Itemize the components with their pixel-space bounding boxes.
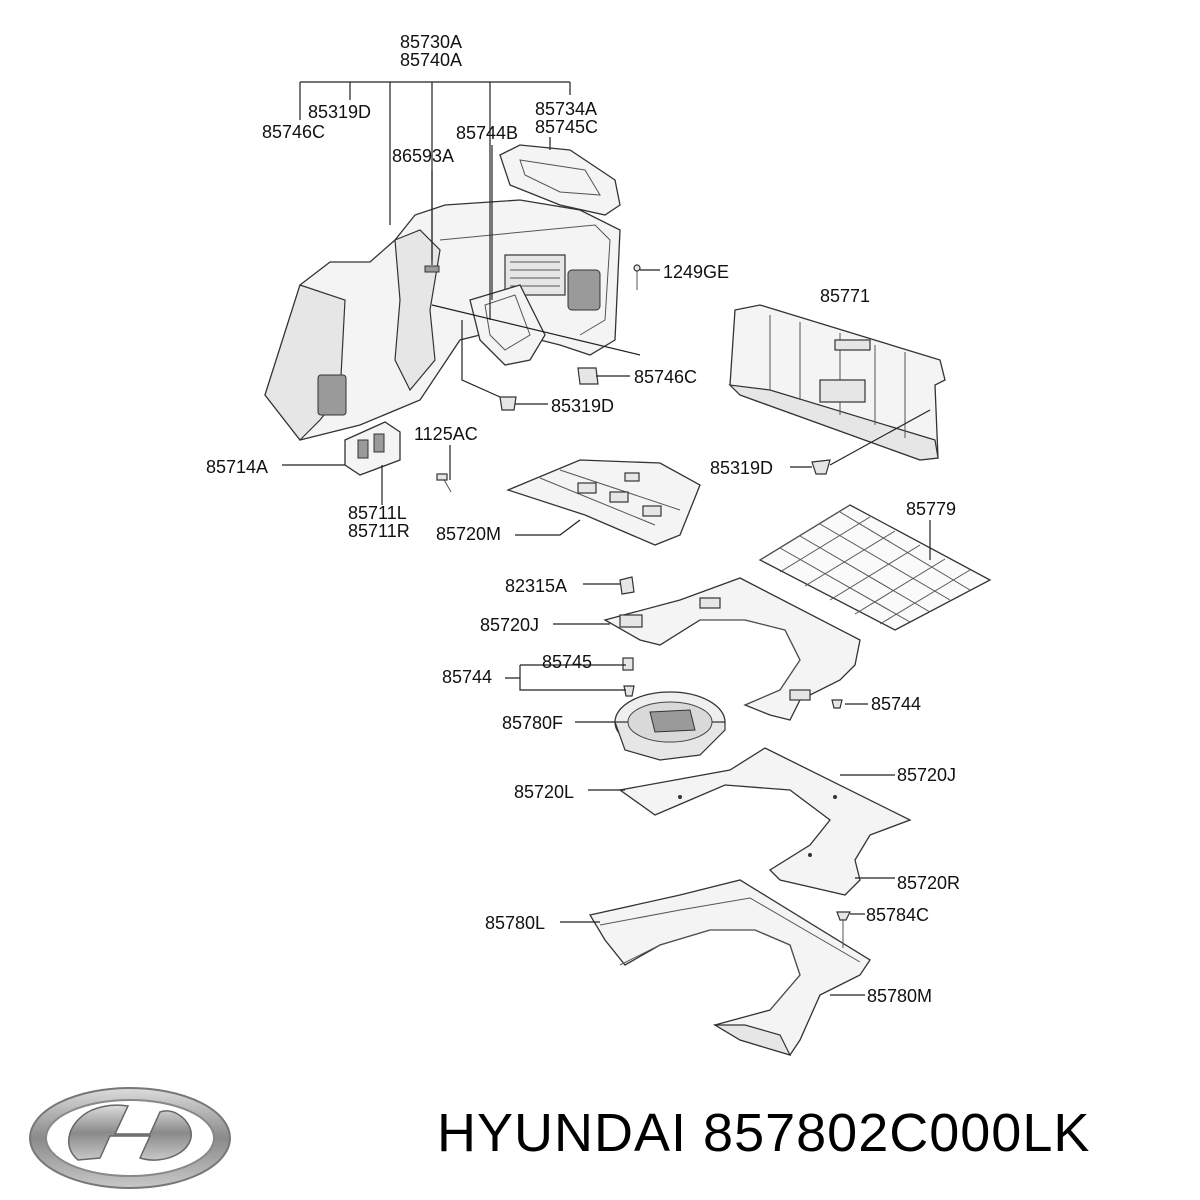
label-85714A: 85714A <box>206 457 268 477</box>
label-82315A: 82315A <box>505 576 567 596</box>
label-85720R: 85720R <box>897 873 960 893</box>
tray-85780F <box>614 691 726 761</box>
label-85771: 85771 <box>820 286 870 306</box>
part-number: 857802C000LK <box>703 1103 1091 1163</box>
hyundai-logo-icon <box>29 1087 231 1189</box>
label-1249GE: 1249GE <box>663 262 729 282</box>
luggage-floor-85720J <box>603 577 861 721</box>
rear-panel-85771 <box>728 304 946 461</box>
label-86593A: 86593A <box>392 146 454 166</box>
leader-lines <box>282 81 931 996</box>
clip-82315A <box>619 576 635 595</box>
label-85744B: 85744B <box>456 123 518 143</box>
label-85746C: 85746C <box>262 122 325 142</box>
label-85720J-mid: 85720J <box>897 765 956 785</box>
footer-part-title: HYUNDAI 857802C000LK <box>437 1102 1090 1164</box>
label-85720L: 85720L <box>514 782 574 802</box>
label-85745C: 85745C <box>535 117 598 137</box>
floor-board-85720M <box>506 459 701 546</box>
fasteners-top <box>436 264 831 493</box>
label-85746C-mid: 85746C <box>634 367 697 387</box>
label-85779: 85779 <box>906 499 956 519</box>
floor-mat-85720L-85720R <box>618 747 912 896</box>
label-85319D: 85319D <box>308 102 371 122</box>
label-1125AC: 1125AC <box>414 424 478 444</box>
label-85720J-top: 85720J <box>480 615 539 635</box>
screws-85745-85744 <box>622 657 843 709</box>
brand-name: HYUNDAI <box>437 1103 688 1163</box>
cargo-net-85779 <box>758 504 992 631</box>
label-85740A: 85740A <box>400 50 462 70</box>
label-85784C: 85784C <box>866 905 929 925</box>
bracket-85714A <box>344 421 401 476</box>
label-85720M: 85720M <box>436 524 501 544</box>
lower-tray-85780L-85780M <box>588 879 871 1056</box>
part-labels: 85730A 85740A 85319D 85746C 85734A 85745… <box>206 32 960 1006</box>
label-85744-right: 85744 <box>871 694 921 714</box>
label-85711R: 85711R <box>348 521 410 541</box>
label-85734A: 85734A <box>535 99 597 119</box>
cover-panel-85734A <box>499 144 621 216</box>
label-85780M: 85780M <box>867 986 932 1006</box>
label-85711L: 85711L <box>348 503 407 523</box>
label-85780L: 85780L <box>485 913 545 933</box>
label-85745: 85745 <box>542 652 592 672</box>
label-85319D-right: 85319D <box>710 458 773 478</box>
label-85780F: 85780F <box>502 713 563 733</box>
label-85319D-mid: 85319D <box>551 396 614 416</box>
quarter-trim-assembly <box>264 199 621 441</box>
label-85730A: 85730A <box>400 32 462 52</box>
label-85744-left: 85744 <box>442 667 492 687</box>
